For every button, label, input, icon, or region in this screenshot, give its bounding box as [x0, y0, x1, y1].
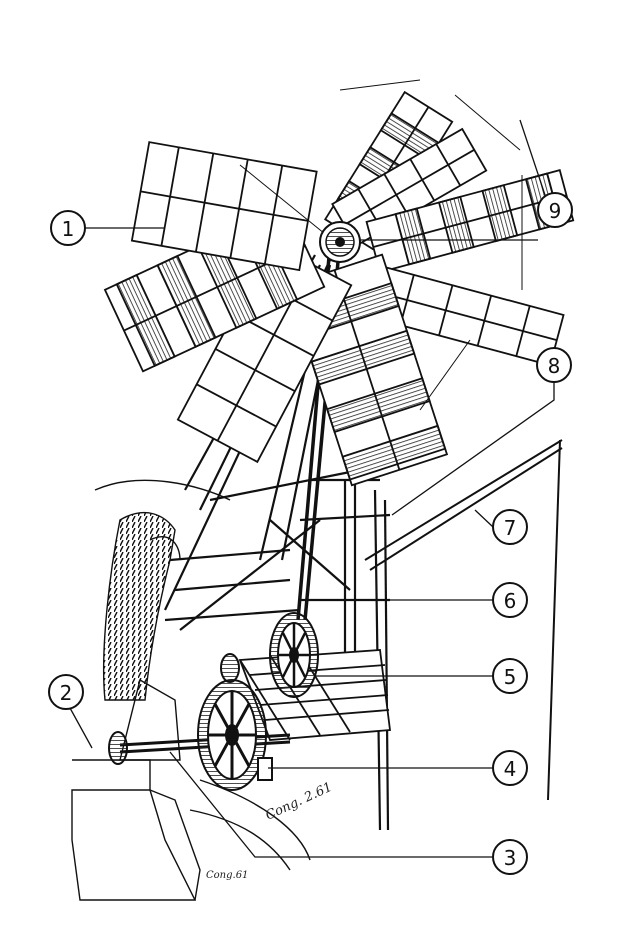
callout-4: 4 [492, 750, 528, 786]
sails [103, 90, 575, 487]
callout-label: 7 [504, 516, 517, 540]
callout-label: 2 [60, 681, 73, 705]
callout-label: 3 [504, 846, 517, 870]
pinion-gears [108, 653, 273, 781]
callout-8: 8 [536, 347, 572, 383]
sail [130, 141, 318, 272]
callout-label: 4 [504, 757, 517, 781]
callout-2: 2 [48, 674, 84, 710]
sail-stays [239, 79, 523, 411]
tail-pole [364, 439, 563, 801]
callout-6: 6 [492, 582, 528, 618]
callout-label: 8 [548, 354, 561, 378]
callout-label: 1 [62, 217, 75, 241]
plate-mark: Cong.61 [206, 870, 248, 881]
large-gear-wheel [197, 679, 267, 791]
callout-label: 5 [504, 665, 517, 689]
hub [319, 221, 361, 263]
artist-signature: Cong. 2.61 [263, 780, 334, 824]
callout-9: 9 [537, 192, 573, 228]
callout-label: 6 [504, 589, 517, 613]
callout-label: 9 [549, 199, 562, 223]
sail [360, 263, 565, 367]
callout-7: 7 [492, 509, 528, 545]
ground [71, 479, 311, 901]
callout-3: 3 [492, 839, 528, 875]
upper-gear-wheel [269, 612, 319, 698]
callout-5: 5 [492, 658, 528, 694]
callout-1: 1 [50, 210, 86, 246]
